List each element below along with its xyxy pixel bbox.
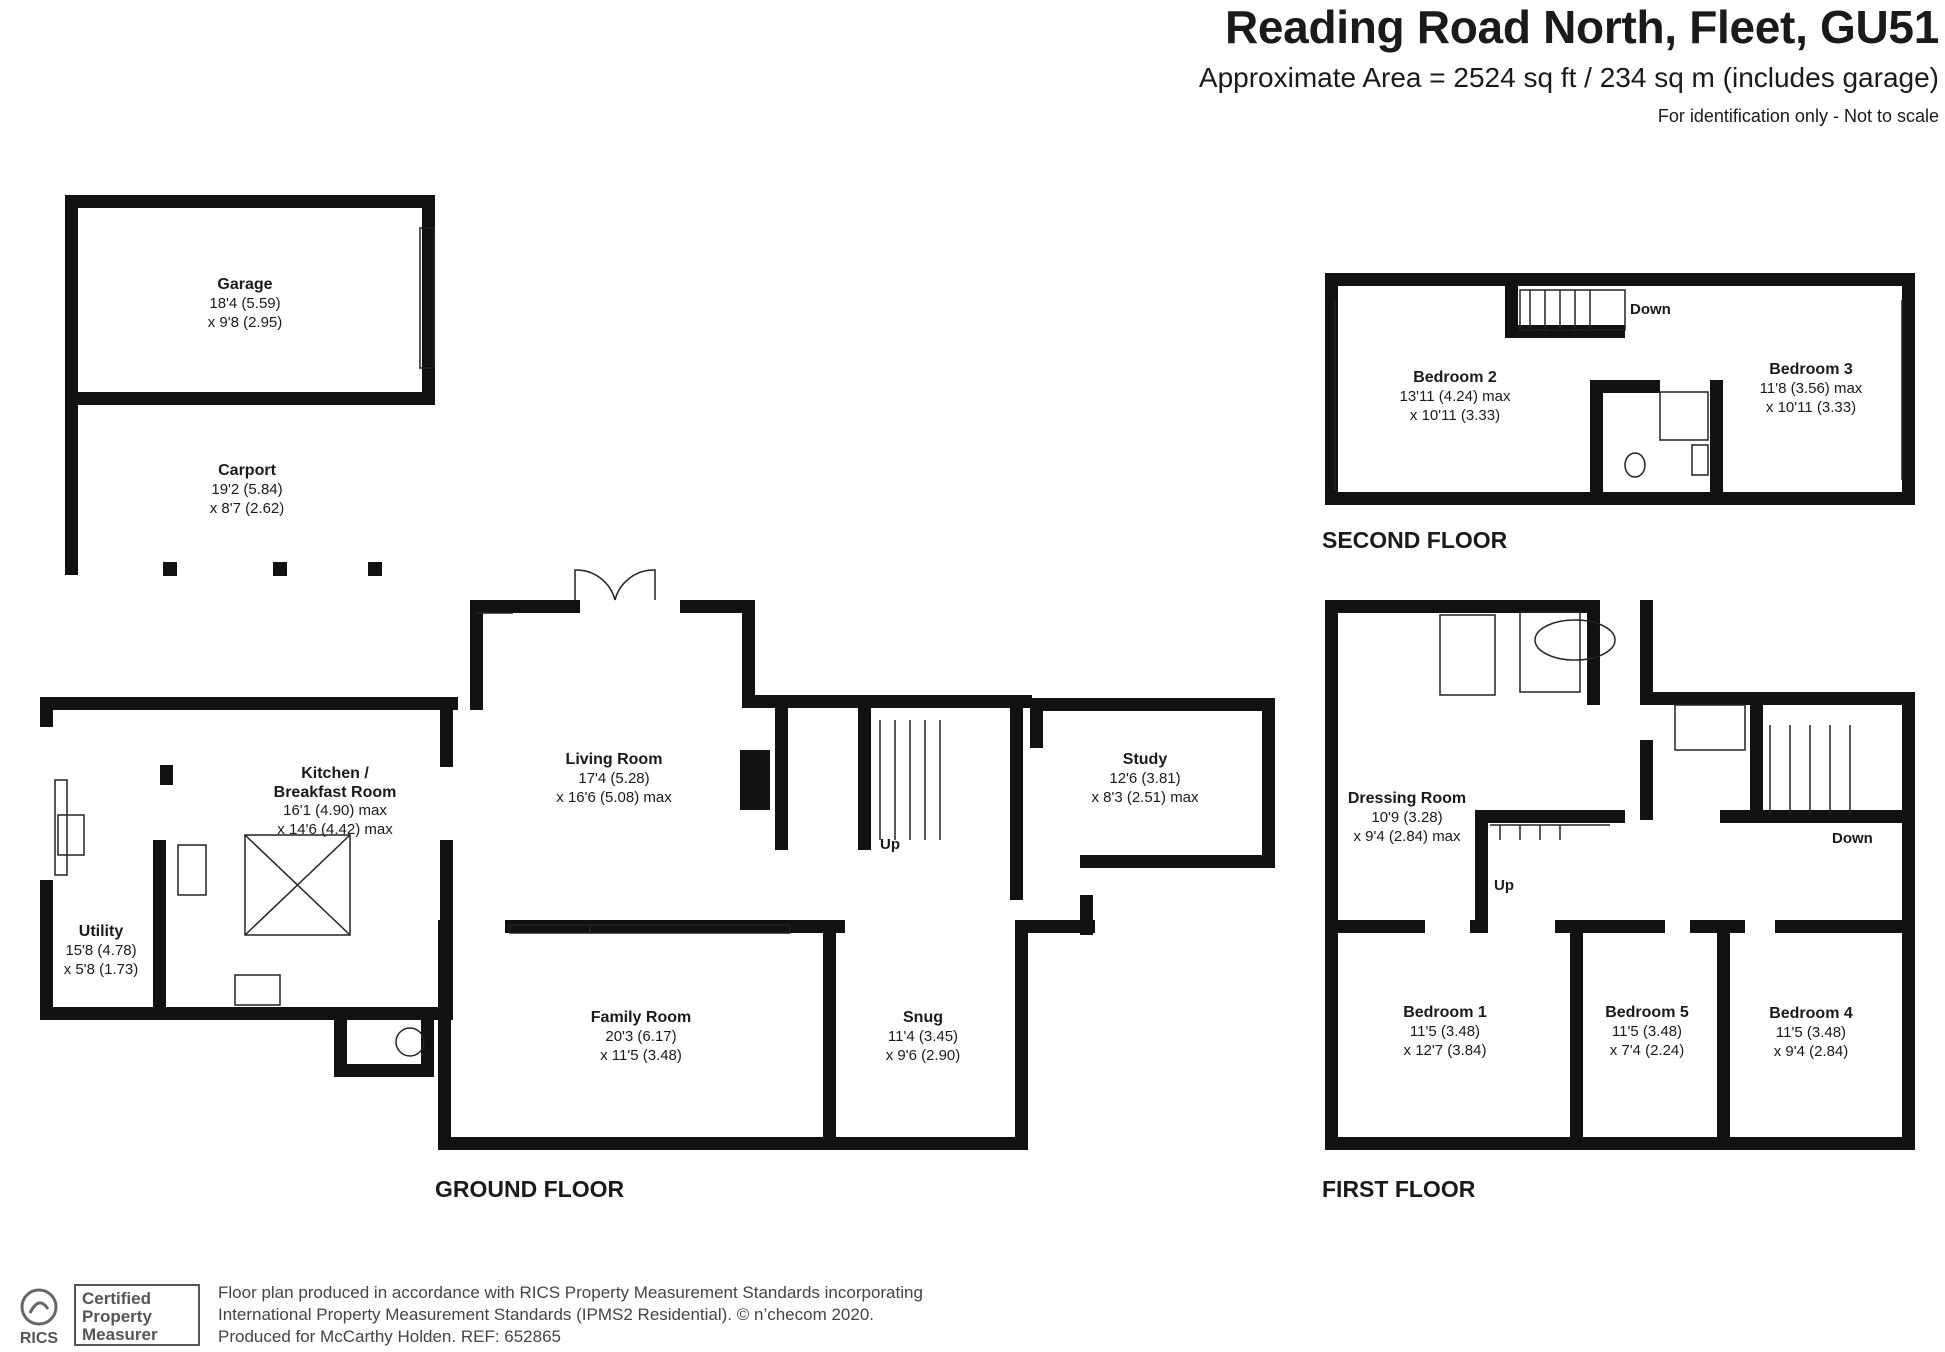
- living-dim2: x 16'6 (5.08) max: [556, 789, 672, 806]
- dressing-dim2: x 9'4 (2.84) max: [1353, 828, 1461, 845]
- cert-line-1: Certified: [82, 1289, 151, 1308]
- first-stairs-down-label: Down: [1832, 830, 1873, 847]
- second-stairs-down-label: Down: [1630, 301, 1671, 318]
- room-labels: Garage 18'4 (5.59) x 9'8 (2.95) Carport …: [64, 276, 1863, 1064]
- garage-dim1: 18'4 (5.59): [209, 295, 280, 312]
- kitchen-name-1: Kitchen /: [301, 765, 369, 782]
- bedroom1-dim1: 11'5 (3.48): [1410, 1023, 1480, 1040]
- garage-dim2: x 9'8 (2.95): [208, 314, 283, 331]
- bedroom1-name: Bedroom 1: [1403, 1004, 1487, 1021]
- cert-line-2: Property: [82, 1307, 152, 1326]
- bedroom5-dim1: 11'5 (3.48): [1612, 1023, 1682, 1040]
- second-floor-label: SECOND FLOOR: [1322, 527, 1508, 553]
- study-dim2: x 8'3 (2.51) max: [1091, 789, 1199, 806]
- family-dim2: x 11'5 (3.48): [600, 1047, 682, 1064]
- header: Reading Road North, Fleet, GU51 Approxim…: [1199, 0, 1939, 128]
- certified-property-measurer-badge: Certified Property Measurer: [74, 1284, 200, 1346]
- cert-line-3: Measurer: [82, 1325, 158, 1344]
- ground-floor-label: GROUND FLOOR: [435, 1176, 624, 1202]
- bedroom4-dim2: x 9'4 (2.84): [1774, 1043, 1849, 1060]
- kitchen-dim1: 16'1 (4.90) max: [283, 802, 387, 819]
- page-title: Reading Road North, Fleet, GU51: [1224, 1, 1939, 53]
- dressing-name: Dressing Room: [1348, 790, 1466, 807]
- garage-name: Garage: [217, 276, 272, 293]
- study-dim1: 12'6 (3.81): [1109, 770, 1180, 787]
- first-stairs-up-label: Up: [1494, 877, 1514, 894]
- carport-dim2: x 8'7 (2.62): [210, 500, 285, 517]
- bedroom5-dim2: x 7'4 (2.24): [1610, 1042, 1685, 1059]
- footer-credits: Floor plan produced in accordance with R…: [218, 1282, 923, 1348]
- study-name: Study: [1123, 751, 1168, 768]
- bedroom2-dim1: 13'11 (4.24) max: [1400, 388, 1511, 405]
- bedroom5-name: Bedroom 5: [1605, 1004, 1689, 1021]
- dressing-dim1: 10'9 (3.28): [1371, 809, 1442, 826]
- kitchen-name-2: Breakfast Room: [274, 784, 397, 801]
- carport-dim1: 19'2 (5.84): [211, 481, 282, 498]
- snug-dim2: x 9'6 (2.90): [886, 1047, 961, 1064]
- footer-line-3: Produced for McCarthy Holden. REF: 65286…: [218, 1327, 562, 1346]
- bedroom3-dim1: 11'8 (3.56) max: [1760, 380, 1863, 397]
- floor-plan: Garage 18'4 (5.59) x 9'8 (2.95) Carport …: [40, 195, 1915, 1202]
- stair-labels: Up Up Down Down: [880, 301, 1873, 894]
- kitchen-dim2: x 14'6 (4.42) max: [277, 821, 393, 838]
- ground-stairs-up-label: Up: [880, 836, 900, 853]
- utility-name: Utility: [79, 923, 124, 940]
- family-name: Family Room: [591, 1009, 691, 1026]
- bedroom1-dim2: x 12'7 (3.84): [1404, 1042, 1487, 1059]
- living-dim1: 17'4 (5.28): [578, 770, 649, 787]
- carport-name: Carport: [218, 462, 276, 479]
- rics-logo: RICS: [20, 1288, 59, 1347]
- rics-logo-text: RICS: [20, 1330, 59, 1347]
- plan-details: [54, 227, 1903, 1057]
- utility-dim1: 15'8 (4.78): [65, 942, 136, 959]
- family-dim1: 20'3 (6.17): [605, 1028, 676, 1045]
- bedroom3-dim2: x 10'11 (3.33): [1766, 399, 1856, 416]
- walls: [40, 195, 1915, 1150]
- footer-line-1: Floor plan produced in accordance with R…: [218, 1283, 923, 1302]
- bedroom4-dim1: 11'5 (3.48): [1776, 1024, 1846, 1041]
- scale-note: For identification only - Not to scale: [1657, 106, 1939, 126]
- first-floor-label: FIRST FLOOR: [1322, 1176, 1476, 1202]
- bedroom2-dim2: x 10'11 (3.33): [1410, 407, 1500, 424]
- snug-dim1: 11'4 (3.45): [888, 1028, 958, 1045]
- area-subtitle: Approximate Area = 2524 sq ft / 234 sq m…: [1198, 62, 1939, 93]
- bedroom3-name: Bedroom 3: [1769, 361, 1853, 378]
- bedroom2-name: Bedroom 2: [1413, 369, 1497, 386]
- bedroom4-name: Bedroom 4: [1769, 1005, 1853, 1022]
- snug-name: Snug: [903, 1009, 943, 1026]
- utility-dim2: x 5'8 (1.73): [64, 961, 139, 978]
- living-name: Living Room: [566, 751, 663, 768]
- footer-line-2: International Property Measurement Stand…: [218, 1305, 875, 1324]
